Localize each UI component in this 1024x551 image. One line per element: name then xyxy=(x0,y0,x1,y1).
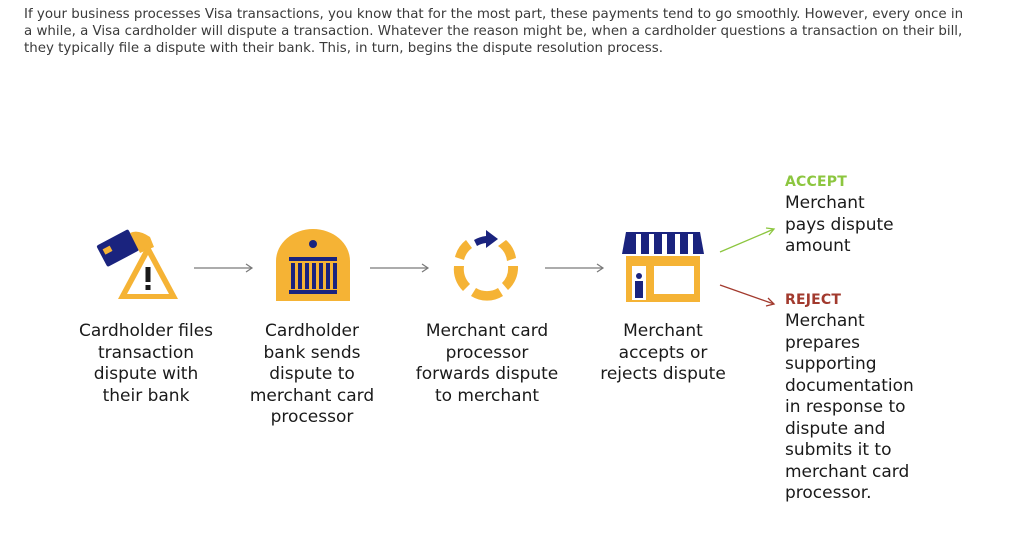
circular-arrow-icon xyxy=(446,226,526,304)
step-4-label: Merchant accepts or rejects dispute xyxy=(600,321,726,384)
accept-title: ACCEPT xyxy=(785,174,847,190)
accept-arrow xyxy=(718,224,778,256)
step-3-label: Merchant card processor forwards dispute… xyxy=(415,321,559,406)
arrow-step3-to-step4 xyxy=(545,260,607,274)
storefront-icon xyxy=(620,226,706,304)
arrow-step1-to-step2 xyxy=(194,260,256,274)
card-warning-icon xyxy=(94,225,184,305)
accept-text: Merchant pays dispute amount xyxy=(785,193,894,256)
step-2-label: Cardholder bank sends dispute to merchan… xyxy=(249,321,375,427)
arrow-step2-to-step3 xyxy=(370,260,432,274)
step-1-label: Cardholder files transaction dispute wit… xyxy=(78,321,214,406)
reject-title: REJECT xyxy=(785,292,842,308)
intro-paragraph: If your business processes Visa transact… xyxy=(24,7,964,56)
bank-icon xyxy=(272,227,354,303)
reject-arrow xyxy=(718,282,778,310)
reject-text: Merchant prepares supporting documentati… xyxy=(785,311,914,503)
